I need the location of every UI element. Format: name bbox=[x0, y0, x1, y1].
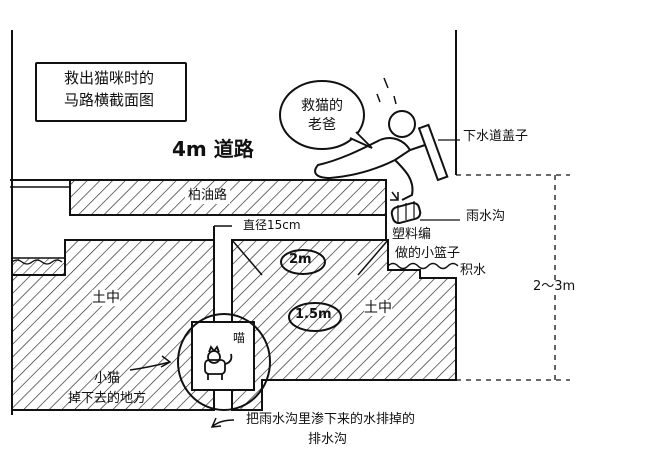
basket-label-line-1: 塑料编 bbox=[392, 227, 432, 242]
kitten-arrow bbox=[129, 355, 172, 371]
depth-2m-oval bbox=[280, 249, 326, 275]
kitten-circle bbox=[177, 313, 271, 411]
kitten-label-line-2: 掉下去的地方 bbox=[68, 391, 147, 406]
channel-line-2 bbox=[357, 239, 389, 276]
depth-1-5m-label: 1.5m bbox=[295, 307, 332, 322]
bubble-tail bbox=[349, 131, 373, 149]
diameter-label: 直径15cm bbox=[243, 218, 301, 233]
storm-drain-label: 雨水沟 bbox=[466, 209, 506, 224]
meow-label: 喵 bbox=[233, 331, 246, 345]
arrow-to-basket bbox=[390, 191, 399, 201]
soil-right-label: 土中 bbox=[364, 300, 392, 317]
title-line-1: 救出猫咪时的 bbox=[63, 69, 154, 87]
title-box bbox=[35, 62, 187, 122]
dad-figure bbox=[314, 110, 426, 201]
pipe-label-line-1: 把雨水沟里渗下来的水排掉的 bbox=[246, 412, 416, 427]
kitten-label-line-1: 小猫 bbox=[93, 371, 120, 386]
height-range-label: 2～3m bbox=[533, 279, 576, 295]
depth-1-5m-oval bbox=[288, 302, 342, 332]
basket-label-line-2: 做的小篮子 bbox=[395, 246, 461, 261]
standing-water bbox=[387, 262, 459, 270]
pipe-arrow bbox=[210, 417, 235, 428]
depth-2m-label: 2m bbox=[289, 252, 312, 267]
dad-speech-bubble bbox=[279, 80, 365, 150]
sweat-drops bbox=[376, 77, 397, 105]
plastic-basket bbox=[390, 201, 422, 225]
channel-line-1 bbox=[231, 239, 263, 276]
road-width-label: 4m 道路 bbox=[172, 137, 254, 161]
manhole-cover-label: 下水道盖子 bbox=[463, 129, 529, 144]
asphalt-label: 柏油路 bbox=[185, 188, 231, 204]
dad-label-line-1: 救猫的 bbox=[301, 98, 343, 114]
kitten-pit bbox=[191, 321, 255, 391]
title-line-2: 马路横截面图 bbox=[63, 91, 154, 109]
kitten-figure bbox=[204, 345, 233, 380]
soil-left-label: 土中 bbox=[92, 290, 120, 307]
standing-water-label: 积水 bbox=[460, 263, 487, 278]
left-water bbox=[11, 259, 63, 265]
manhole-cover bbox=[417, 123, 449, 182]
dad-label-line-2: 老爸 bbox=[308, 117, 336, 133]
pipe-label-line-2: 排水沟 bbox=[308, 432, 348, 447]
soil-right bbox=[231, 239, 457, 411]
